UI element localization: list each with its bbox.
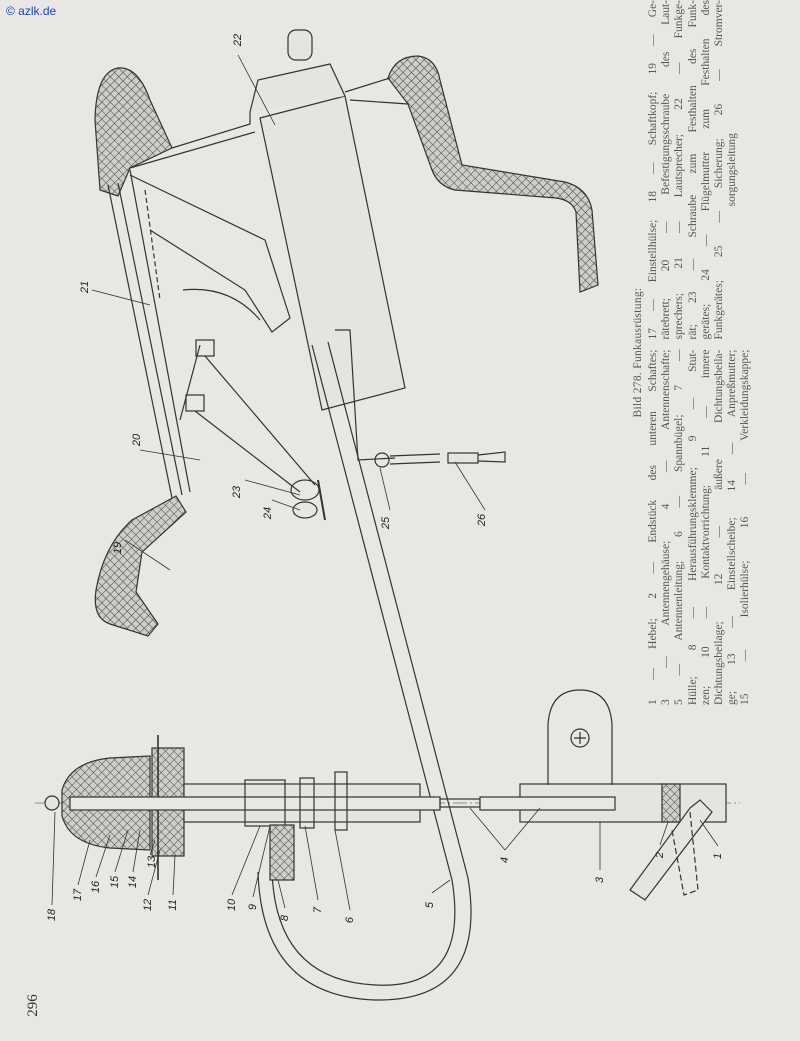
clamp-outlet <box>269 824 295 881</box>
caption-line: zen; 10 — Kontaktvorrichtung; 11 — inner… <box>699 349 712 705</box>
part-label-5: 5 <box>424 901 436 909</box>
part-label-8: 8 <box>279 914 291 922</box>
part-label-2: 2 <box>654 851 666 859</box>
shaft-head <box>44 795 60 811</box>
watermark: © azlk.de <box>6 4 57 18</box>
part-label-10: 10 <box>226 898 238 912</box>
part-label-26: 26 <box>476 513 488 527</box>
dashboard-pad-right <box>387 55 599 293</box>
caption-line: gerätes; 24 — Flügelmutter zum Festhalte… <box>699 0 712 340</box>
page-number: 296 <box>24 994 41 1017</box>
antenna-rod <box>69 796 441 811</box>
figure-caption: Bild 278. Funkausrüstung: 1 — Hebel; 2 —… <box>632 0 762 705</box>
part-label-11: 11 <box>167 899 179 911</box>
speaker <box>129 174 291 333</box>
part-label-15: 15 <box>109 875 121 889</box>
part-label-12: 12 <box>142 898 154 912</box>
caption-line: Hülle; 8 — Herausführungsklemme; 9 — Stu… <box>686 349 699 705</box>
radio-knob <box>287 29 313 61</box>
part-label-4: 4 <box>499 856 511 864</box>
part-label-7: 7 <box>312 906 324 914</box>
part-label-25: 25 <box>380 516 392 530</box>
caption-line: Dichtungsbeilage; 12 — äußere Dichtungsb… <box>713 349 726 705</box>
dashboard-wall-right <box>344 77 409 105</box>
part-label-24: 24 <box>262 506 274 520</box>
caption-line: sprechers; 21 — Lautsprecher; 22 — Funkg… <box>673 0 686 340</box>
part-label-23: 23 <box>231 485 243 499</box>
part-label-16: 16 <box>90 880 102 894</box>
caption-line: 17 — Einstellhülse; 18 — Schaftkopf; 19 … <box>647 0 659 340</box>
caption-line: rät; 23 — Schraube zum Festhalten des Fu… <box>686 0 699 340</box>
part-label-1: 1 <box>712 852 724 860</box>
caption-line: 15 — Isolierhülse; 16 — Verkleidungskapp… <box>739 349 752 705</box>
dashboard-pad-left <box>94 67 173 197</box>
part-label-13: 13 <box>146 855 158 869</box>
caption-column-2: 17 — Einstellhülse; 18 — Schaftkopf; 19 … <box>647 0 753 344</box>
part-label-6: 6 <box>344 916 356 924</box>
part-label-20: 20 <box>131 433 143 447</box>
radio-front-cap <box>249 63 346 113</box>
part-label-21: 21 <box>79 280 91 294</box>
caption-line: 1 — Hebel; 2 — Endstück des unteren Scha… <box>647 349 659 705</box>
dashboard-wall-top <box>129 112 256 169</box>
mount-bracket <box>547 689 613 785</box>
caption-line: 3 — Antennengehäuse; 4 — Antennenschafte… <box>660 349 673 705</box>
caption-column-1: 1 — Hebel; 2 — Endstück des unteren Scha… <box>647 344 753 705</box>
part-label-9: 9 <box>247 903 259 911</box>
part-label-22: 22 <box>232 33 244 47</box>
supply-connector <box>447 452 479 464</box>
caption-line: rätebrett; 20 — Befestigungsschraube des… <box>660 0 673 340</box>
caption-line: Funkgerätes; 25 — Sicherung; 26 — Stromv… <box>713 0 726 340</box>
instrument-board-19 <box>107 169 191 499</box>
caption-line: 5 — Antennenleitung; 6 — Spannbügel; 7 — <box>673 349 686 705</box>
part-label-14: 14 <box>127 875 139 889</box>
caption-line: sorgungsleitung <box>726 133 739 207</box>
antenna-cable <box>271 344 456 986</box>
caption-line: ge; 13 — Einstellscheibe; 14 — Anpreßmut… <box>726 349 739 705</box>
part-label-18: 18 <box>46 908 58 922</box>
part-label-17: 17 <box>72 888 84 902</box>
caption-title: Bild 278. Funkausrüstung: <box>632 287 644 418</box>
part-label-19: 19 <box>112 541 124 555</box>
radio-unit <box>259 95 406 411</box>
part-label-3: 3 <box>594 876 606 884</box>
dashboard-pad-bottom <box>94 495 187 637</box>
